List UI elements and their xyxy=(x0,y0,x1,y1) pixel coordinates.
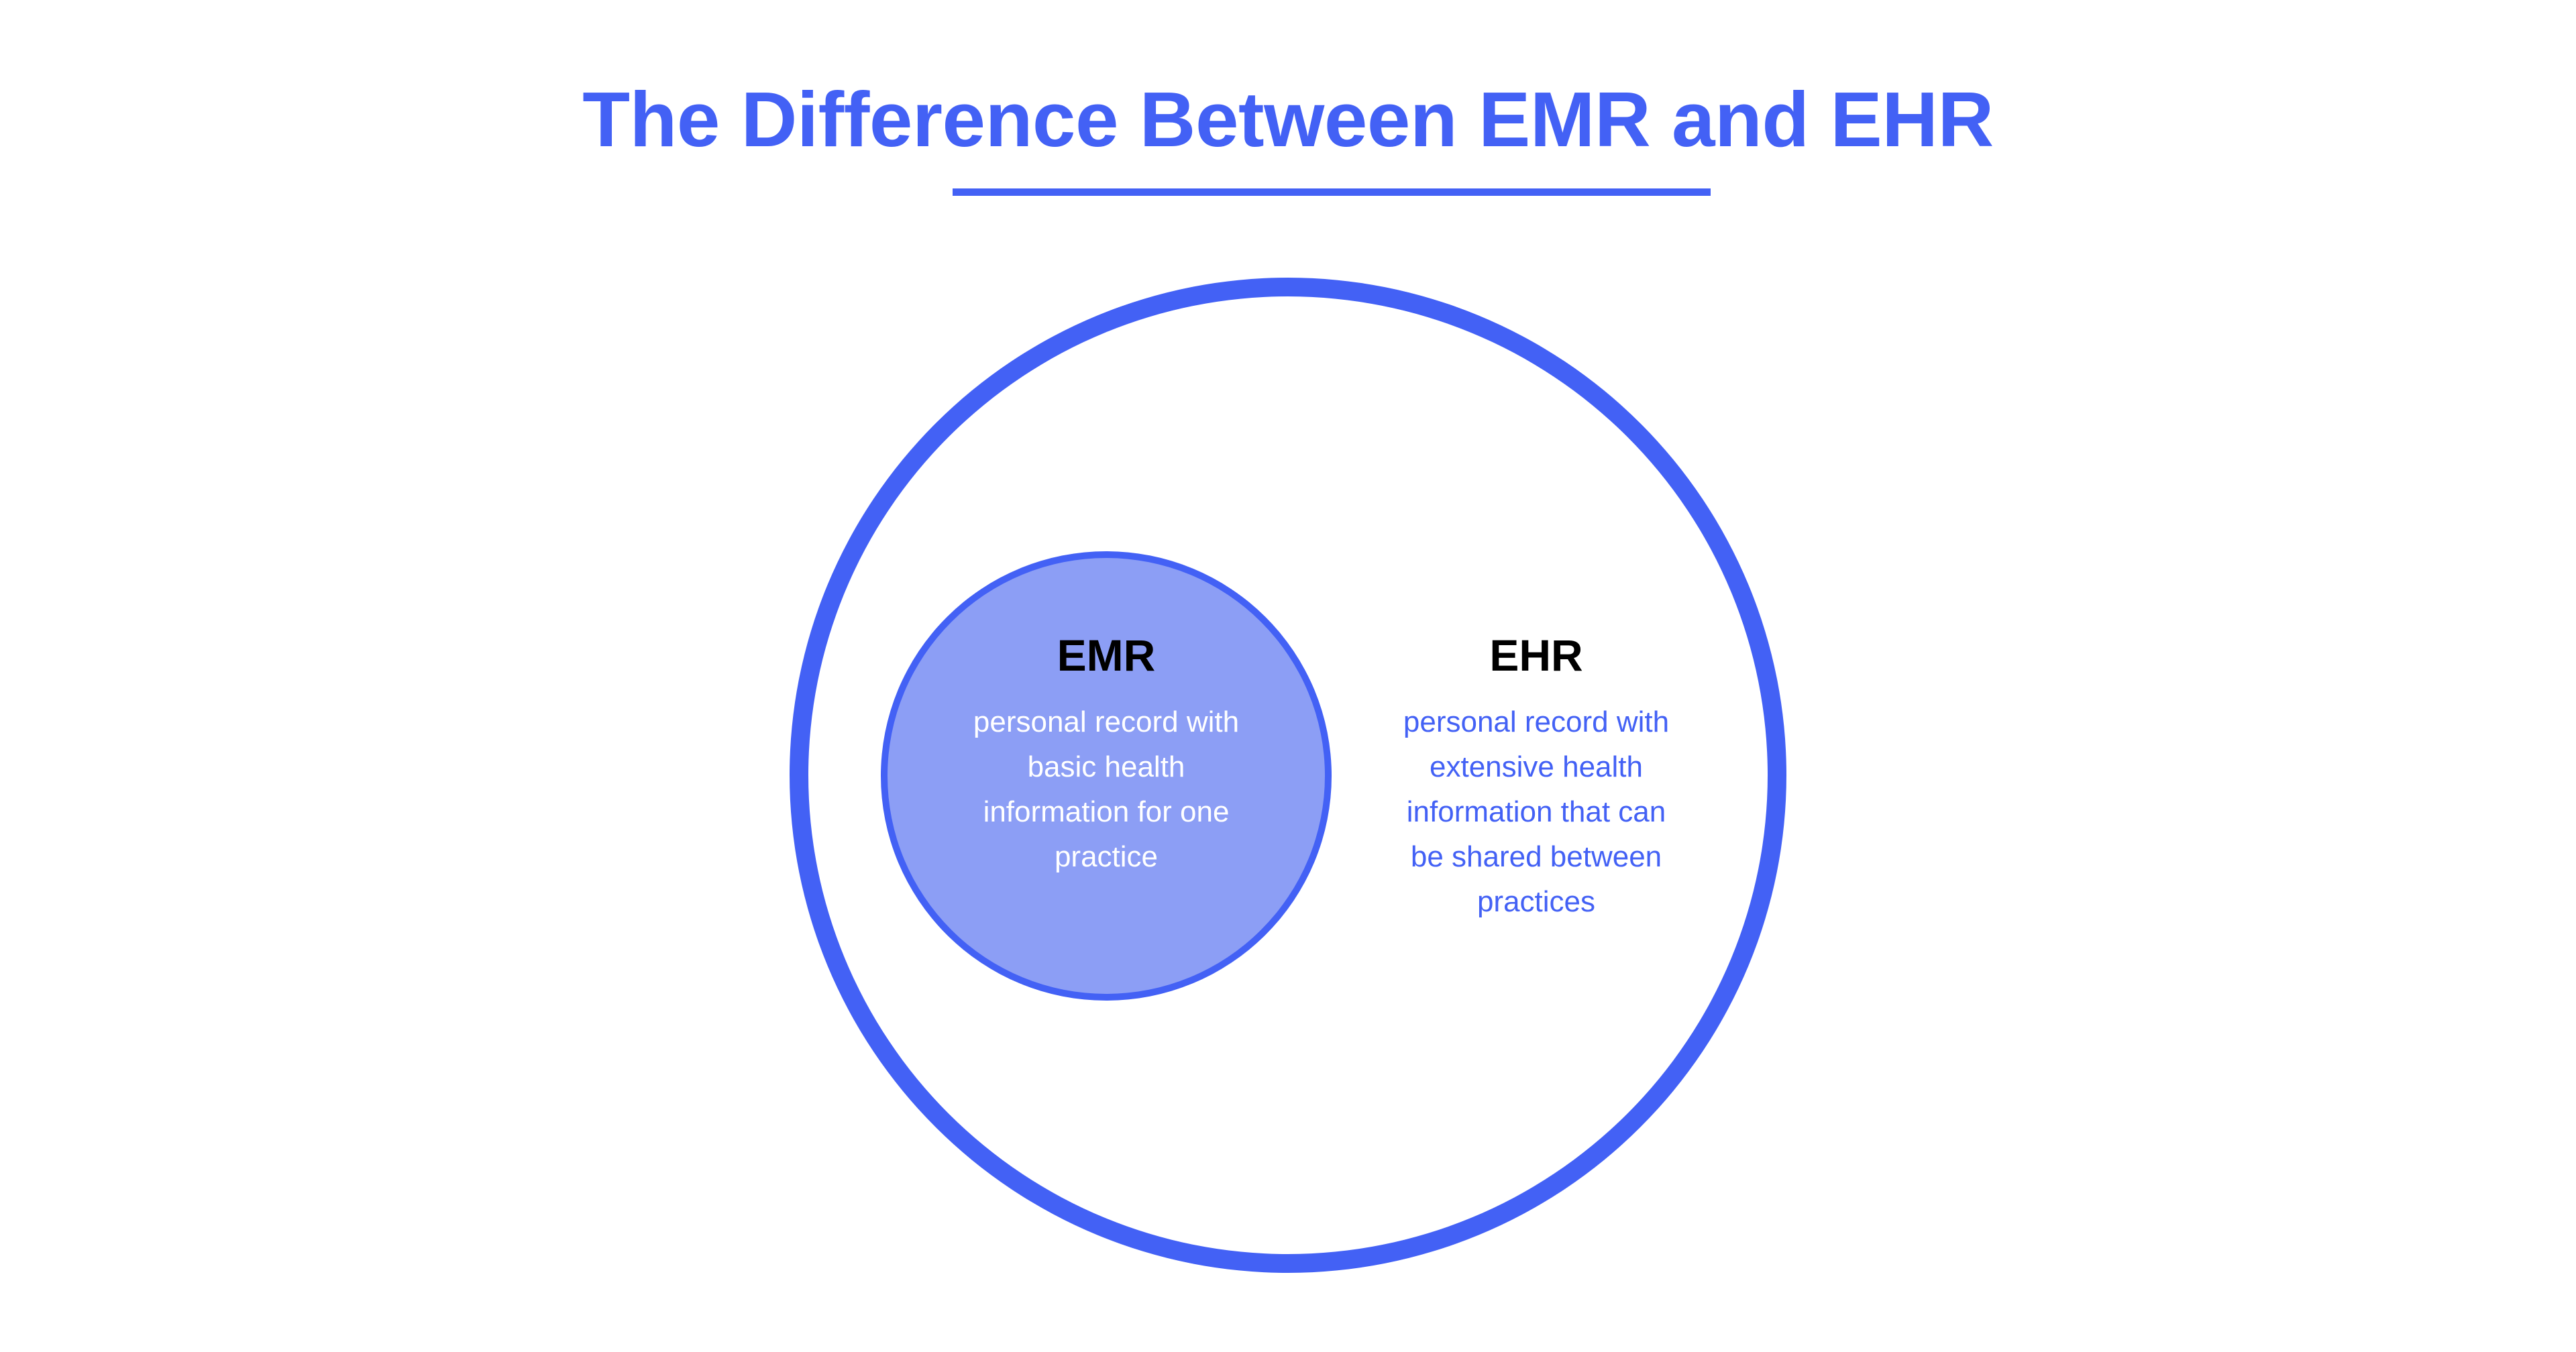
emr-description: personal record with basic health inform… xyxy=(973,706,1240,873)
ehr-description: personal record with extensive health in… xyxy=(1403,706,1670,918)
emr-inner-circle xyxy=(881,551,1332,1001)
title-block: The Difference Between EMR and EHR xyxy=(0,76,2576,196)
ehr-heading: EHR xyxy=(1489,630,1583,680)
emr-ehr-venn-diagram: EMR personal record with basic health in… xyxy=(790,278,1786,1273)
title-underline-rule xyxy=(953,188,1711,196)
ehr-label-group: EHR personal record with extensive healt… xyxy=(1402,633,1670,924)
emr-label-group: EMR personal record with basic health in… xyxy=(972,633,1240,880)
page-title: The Difference Between EMR and EHR xyxy=(582,76,1994,163)
emr-heading: EMR xyxy=(1057,630,1156,680)
